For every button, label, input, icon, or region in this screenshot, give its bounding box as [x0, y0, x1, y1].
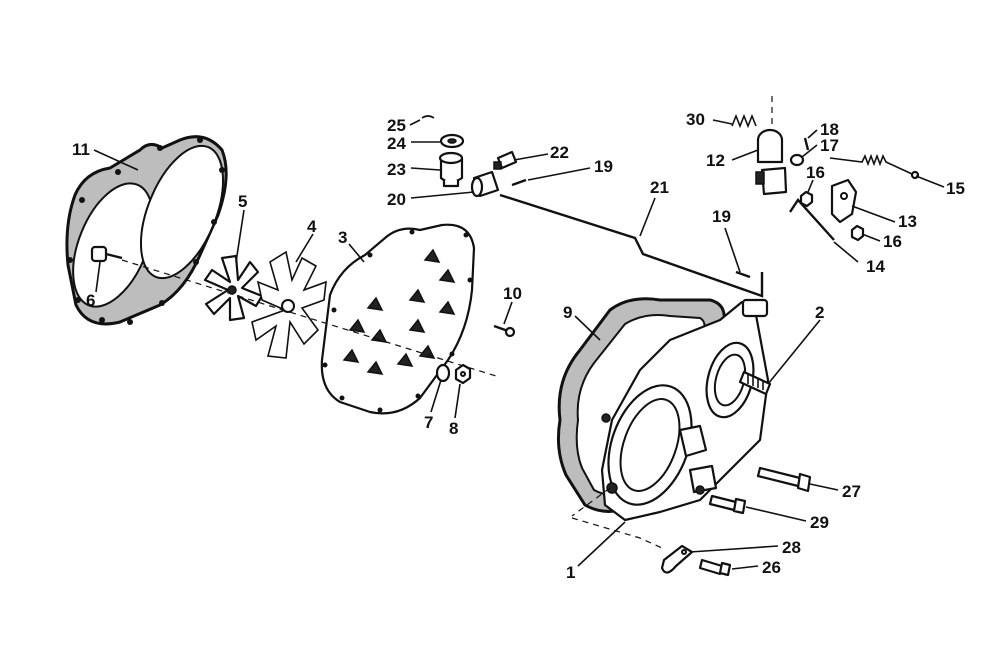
- part-12-lever-assembly: [755, 128, 788, 196]
- part-18-screw: [803, 137, 810, 151]
- callout-25: 25: [387, 116, 406, 135]
- callout-18: 18: [820, 120, 839, 139]
- callout-24: 24: [387, 134, 406, 153]
- part-28-clip: [660, 544, 694, 574]
- callout-27: 27: [842, 482, 861, 501]
- part-16-nut-lower: [850, 224, 865, 242]
- part-1-body: [600, 298, 770, 522]
- part-17-washer: [789, 153, 805, 167]
- callout-16-lower: 16: [883, 232, 902, 251]
- callout-5: 5: [238, 192, 247, 211]
- callout-labels: 11 6 5 4 3 10 7 8 25 24 23 20 22 19 21 1…: [72, 110, 965, 582]
- callout-13: 13: [898, 212, 917, 231]
- leader-lines: [93, 119, 945, 570]
- part-2-stud: [738, 370, 772, 396]
- part-5-impeller: [203, 254, 264, 322]
- part-26-screw: [698, 558, 732, 577]
- callout-19-lower: 19: [712, 207, 731, 226]
- part-23-knob: [438, 151, 464, 188]
- part-22-fitting: [493, 150, 518, 170]
- callout-9: 9: [563, 303, 572, 322]
- callout-14: 14: [866, 257, 885, 276]
- part-4-impeller: [251, 250, 327, 359]
- callout-17: 17: [820, 136, 839, 155]
- callout-26: 26: [762, 558, 781, 577]
- callout-6: 6: [86, 291, 95, 310]
- part-27-screw: [756, 466, 812, 493]
- part-20-sleeve: [470, 170, 500, 198]
- part-11-gasket: [65, 135, 228, 326]
- callout-10: 10: [503, 284, 522, 303]
- part-3-valve-plate: [320, 223, 476, 415]
- callout-7: 7: [424, 413, 433, 432]
- part-29-screw: [708, 494, 747, 515]
- part-10-screw: [493, 324, 516, 338]
- part-30-spring: [731, 113, 757, 129]
- part-15-spring: [829, 153, 920, 180]
- part-14-link-rod: [789, 198, 835, 241]
- callout-4: 4: [307, 217, 317, 236]
- part-21-choke-rod: [499, 193, 764, 298]
- callout-16-upper: 16: [806, 163, 825, 182]
- callout-20: 20: [387, 190, 406, 209]
- callout-28: 28: [782, 538, 801, 557]
- callout-2: 2: [815, 303, 824, 322]
- callout-3: 3: [338, 228, 347, 247]
- callout-19-upper: 19: [594, 157, 613, 176]
- callout-29: 29: [810, 513, 829, 532]
- callout-12: 12: [706, 151, 725, 170]
- part-19-pin-upper: [511, 178, 527, 187]
- callout-11: 11: [72, 140, 90, 159]
- callout-21: 21: [650, 178, 669, 197]
- callout-8: 8: [449, 419, 458, 438]
- part-7-washer: [435, 363, 451, 383]
- part-6-bolt: [90, 245, 123, 263]
- callout-30: 30: [686, 110, 705, 129]
- callout-22: 22: [550, 143, 569, 162]
- callout-1: 1: [566, 563, 575, 582]
- part-25-clip: [421, 115, 435, 119]
- part-24-washer: [439, 133, 465, 149]
- part-8-nut: [454, 363, 472, 385]
- callout-15: 15: [946, 179, 965, 198]
- part-13-bracket: [830, 178, 858, 224]
- callout-23: 23: [387, 160, 406, 179]
- assembly-axis-bottom: [571, 487, 663, 549]
- part-19-pin-lower: [735, 270, 751, 279]
